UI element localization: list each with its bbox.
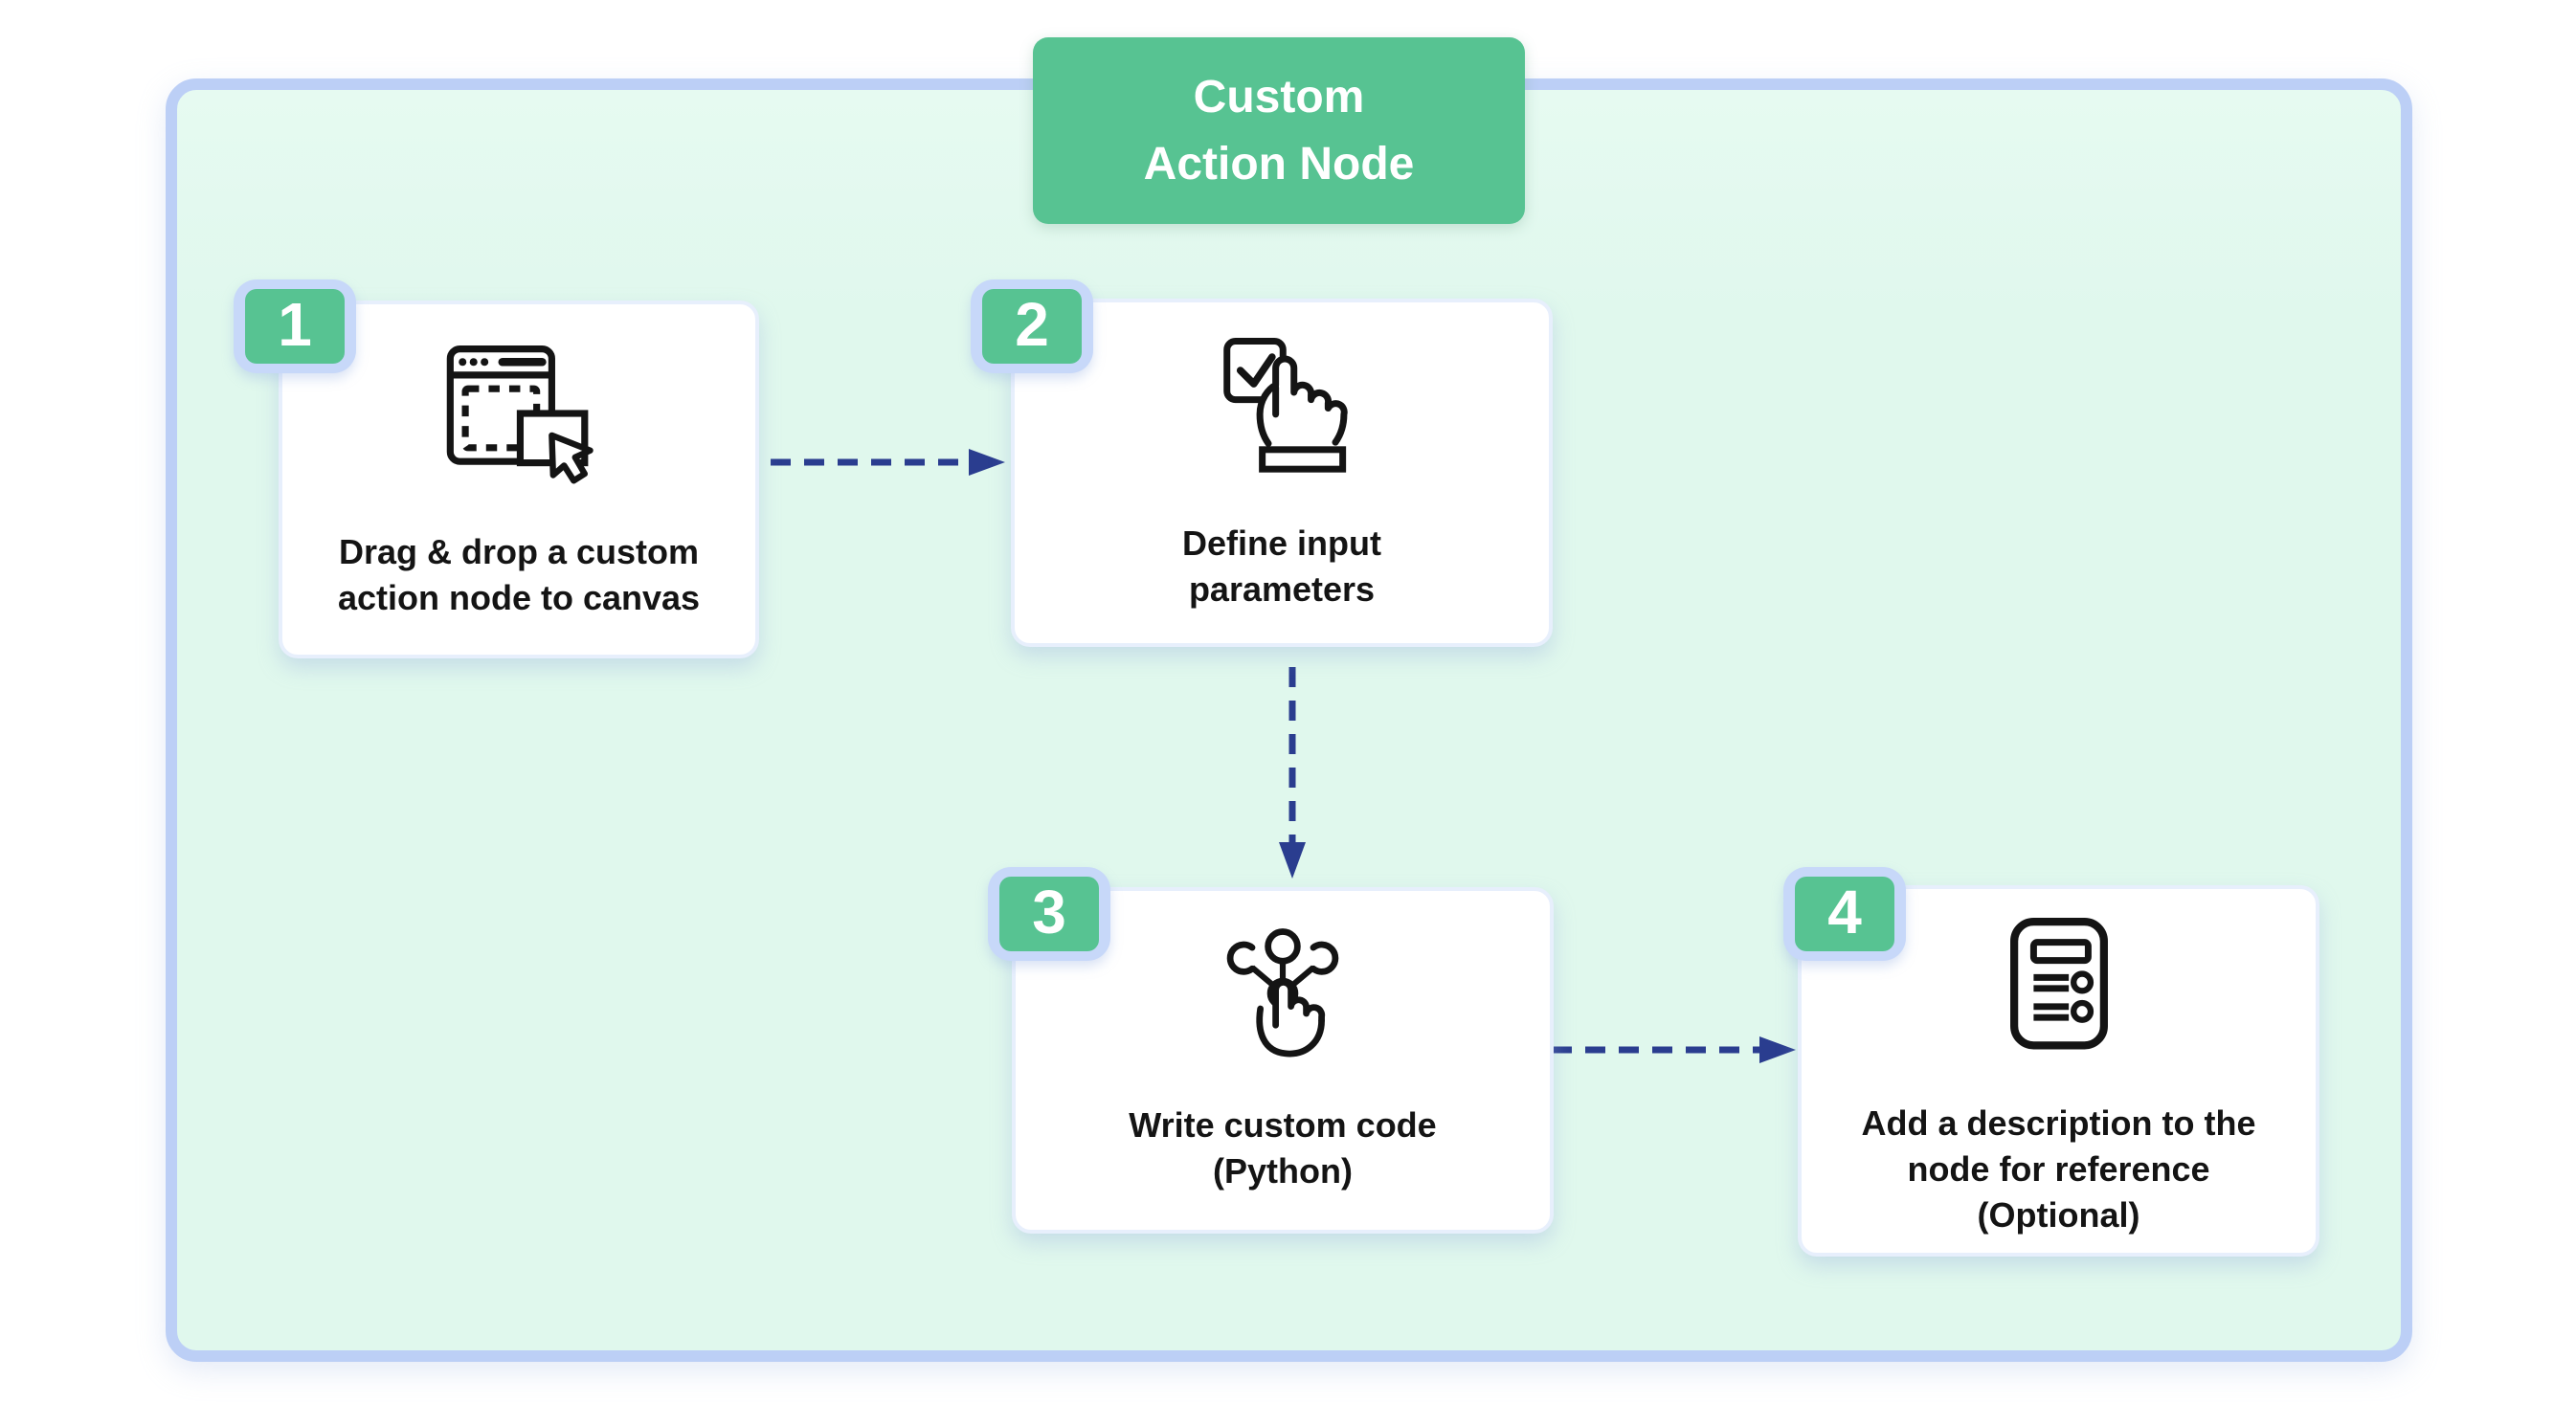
step-label-2: Define input parameters — [1182, 523, 1381, 609]
step-label-4: Add a description to the node for refere… — [1861, 1103, 2256, 1235]
step-number-1: 1 — [245, 289, 345, 364]
step-number-badge-2: 2 — [971, 279, 1093, 373]
step-number-badge-4: 4 — [1783, 867, 1906, 961]
arrow-step2-to-step3 — [1279, 667, 1306, 879]
checkbox-tap-icon — [1215, 333, 1349, 479]
step-label-3: Write custom code (Python) — [1129, 1105, 1437, 1191]
step-number-2: 2 — [982, 289, 1082, 364]
title-line-1: Custom — [1193, 71, 1365, 122]
step-label-1: Drag & drop a custom action node to canv… — [337, 532, 701, 617]
arrow-step3-to-step4 — [1552, 1036, 1796, 1063]
drag-drop-icon — [437, 338, 601, 489]
step-number-badge-1: 1 — [234, 279, 356, 373]
step-card-1: Drag & drop a custom action node to canv… — [279, 301, 759, 658]
title-line-2: Action Node — [1143, 138, 1415, 189]
step-card-2: Define input parameters — [1011, 299, 1553, 647]
step-card-3: Write custom code (Python) — [1012, 887, 1554, 1234]
arrow-step1-to-step2 — [771, 449, 1005, 476]
step-number-4: 4 — [1795, 877, 1894, 951]
step-number-3: 3 — [999, 877, 1099, 951]
title-badge: Custom Action Node — [1033, 37, 1525, 224]
network-tap-icon — [1212, 926, 1354, 1070]
step-number-badge-3: 3 — [988, 867, 1110, 961]
description-list-icon — [1986, 903, 2132, 1066]
